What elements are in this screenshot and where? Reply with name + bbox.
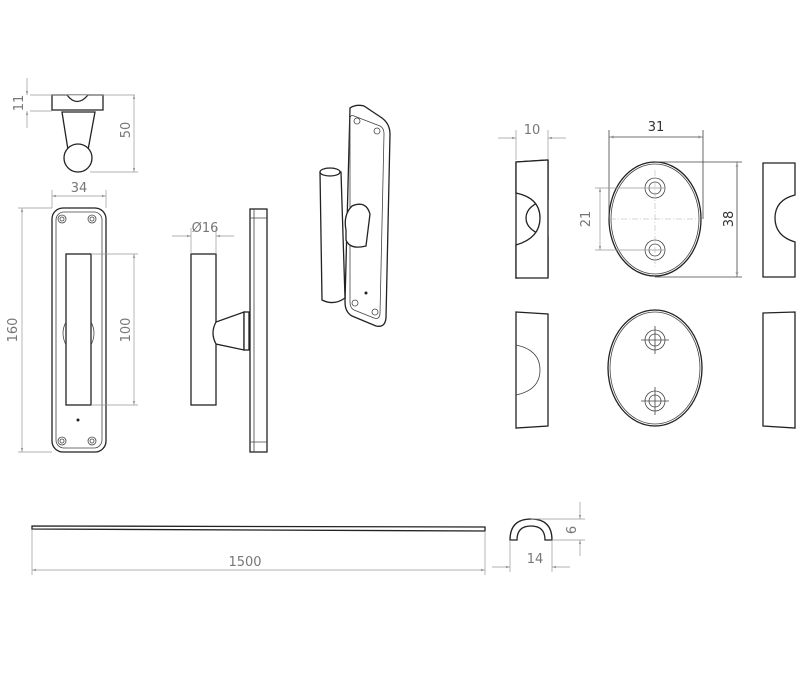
dim-handle-length: 100 bbox=[119, 318, 134, 343]
dim-rail-length: 1500 bbox=[228, 555, 261, 570]
dim-hole-spacing: 21 bbox=[579, 211, 594, 228]
rosette-views-bottom bbox=[515, 309, 796, 429]
knob-top-view: 11 50 bbox=[12, 78, 138, 173]
plate-front-view: 34 160 100 bbox=[6, 181, 138, 453]
dim-rosette-height: 38 bbox=[722, 211, 737, 228]
dim-handle-diameter: Ø16 bbox=[192, 221, 219, 236]
dim-knob-total-height: 50 bbox=[119, 122, 134, 139]
handle-isometric-view bbox=[319, 104, 391, 327]
dim-spacer-width: 10 bbox=[524, 123, 541, 138]
dim-knob-top-height: 11 bbox=[12, 95, 27, 112]
dim-plate-width: 34 bbox=[71, 181, 88, 196]
dim-plate-height: 160 bbox=[6, 318, 21, 343]
dim-profile-width: 14 bbox=[527, 552, 544, 567]
handle-side-view: Ø16 bbox=[172, 208, 268, 453]
dim-profile-height: 6 bbox=[565, 526, 580, 534]
dim-rosette-width: 31 bbox=[648, 120, 665, 135]
rail-view: 1500 14 6 bbox=[31, 502, 585, 575]
rosette-views-top: 10 31 21 38 bbox=[498, 120, 796, 279]
